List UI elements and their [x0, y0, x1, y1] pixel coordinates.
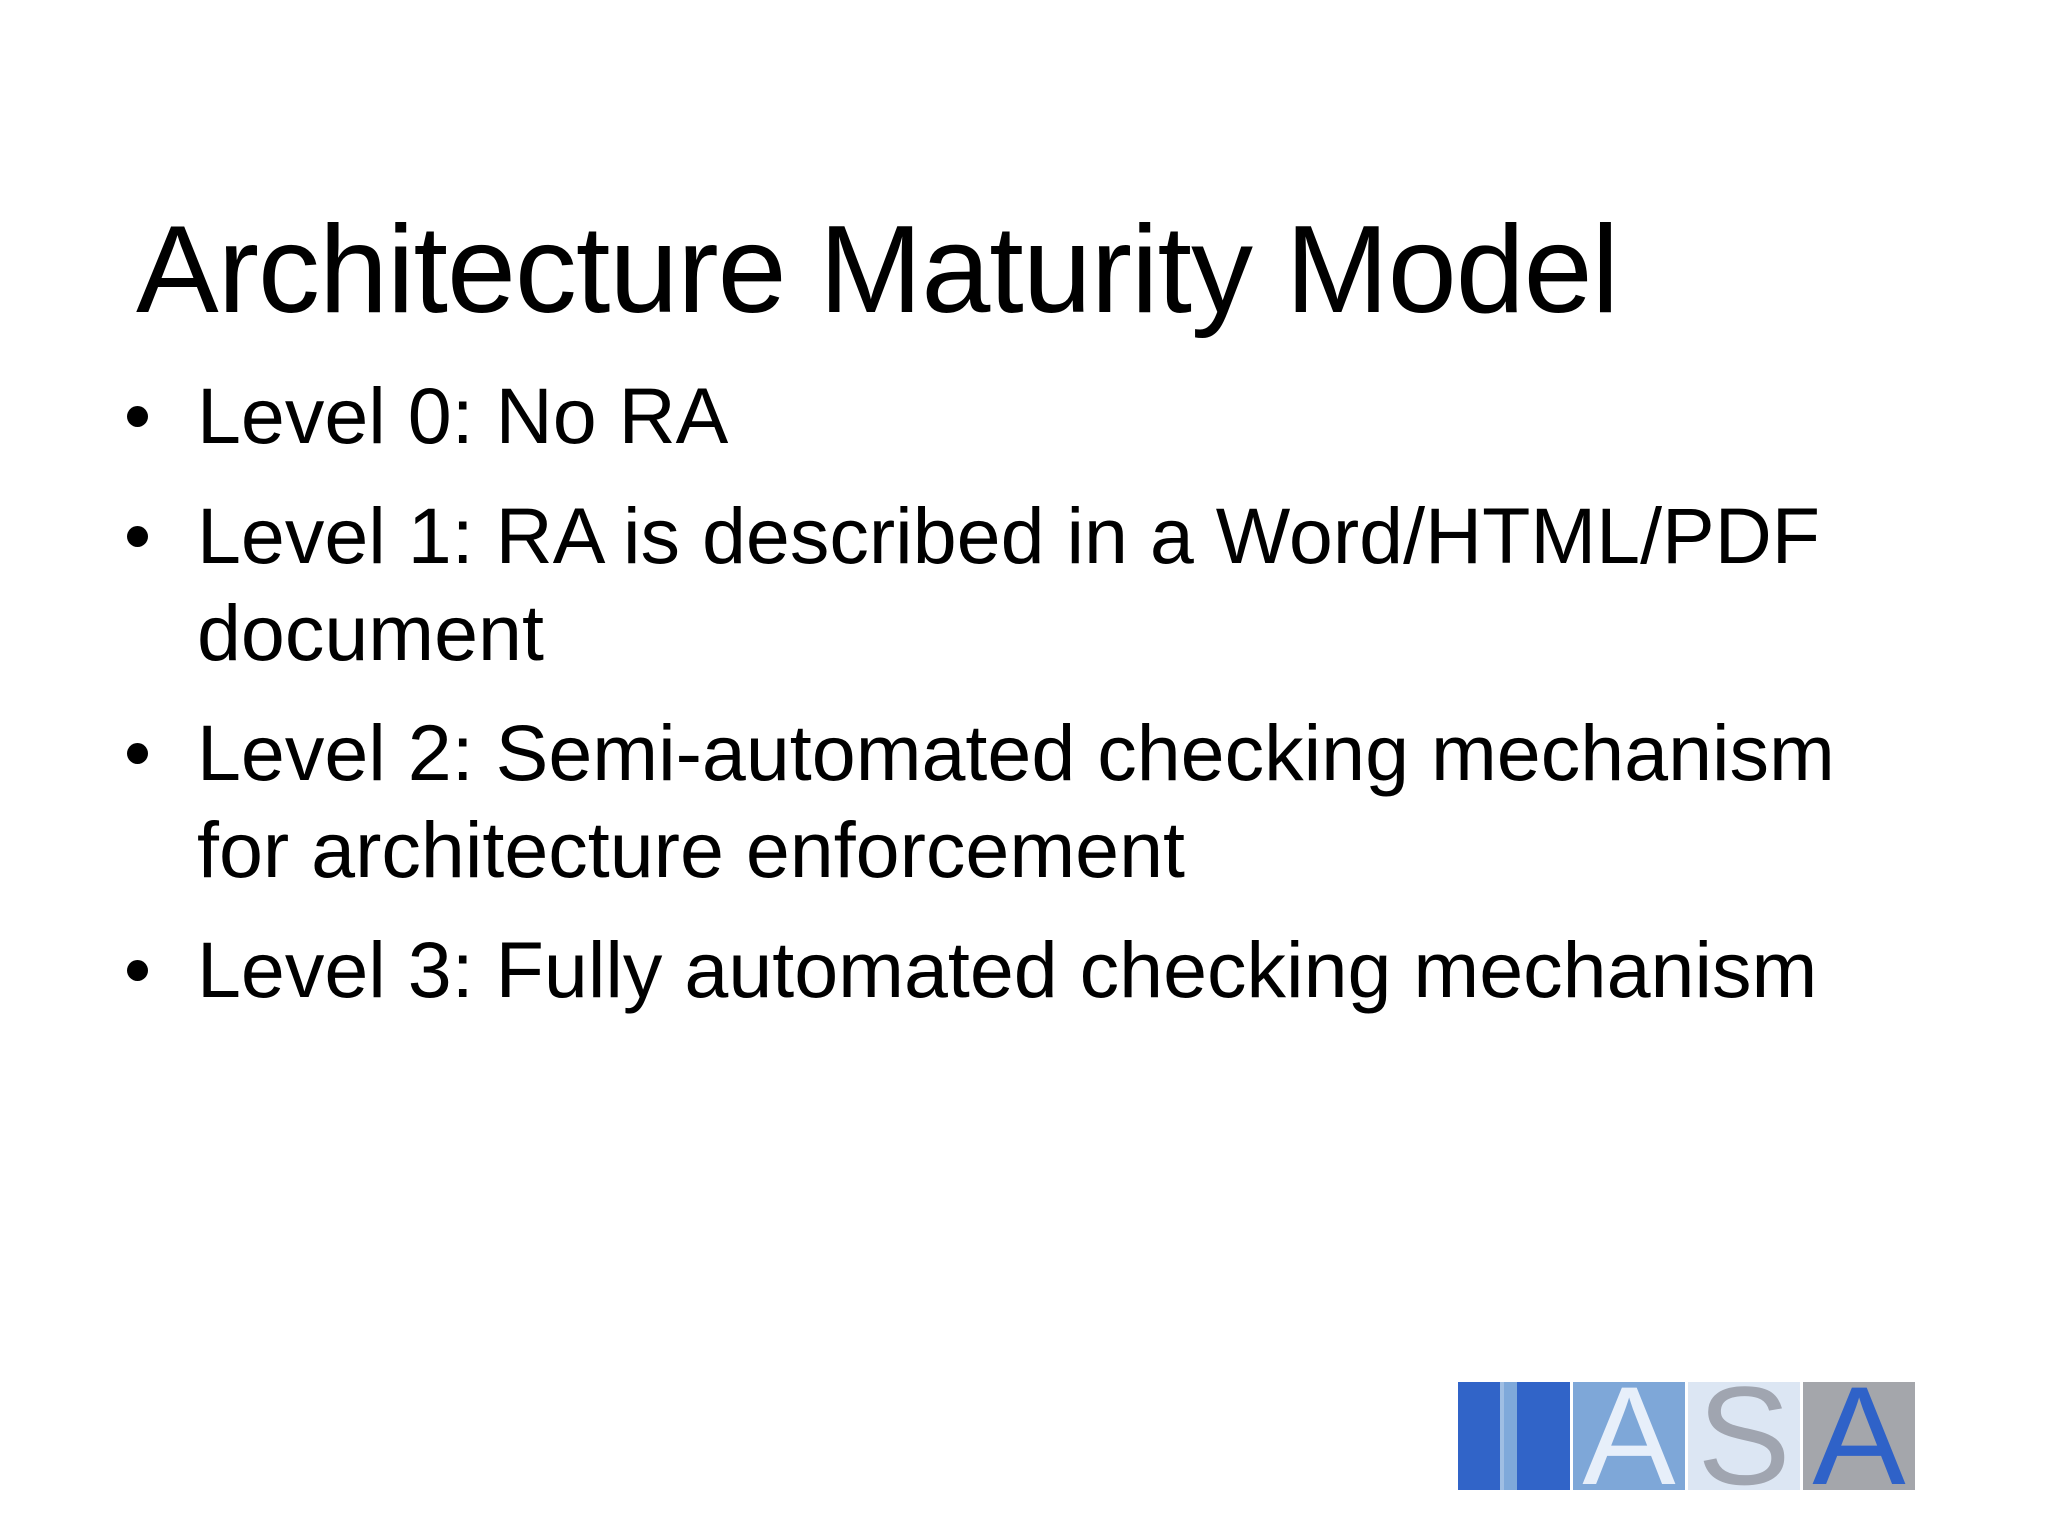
- logo-letter-i-bar: [1500, 1382, 1517, 1490]
- bullet-item-level-0: Level 0: No RA: [127, 367, 1897, 464]
- bullet-item-level-1: Level 1: RA is described in a Word/HTML/…: [127, 487, 1897, 681]
- logo-tile-s: S: [1688, 1382, 1800, 1490]
- logo-tile-a2: A: [1803, 1382, 1915, 1490]
- bullet-item-level-2: Level 2: Semi-automated checking mechani…: [127, 704, 1897, 898]
- bullet-list: Level 0: No RA Level 1: RA is described …: [127, 367, 1897, 1041]
- slide-title: Architecture Maturity Model: [136, 201, 1619, 340]
- logo-tile-i: [1458, 1382, 1570, 1490]
- logo-tile-a1: A: [1573, 1382, 1685, 1490]
- iasa-logo: A S A: [1458, 1382, 1915, 1490]
- bullet-item-level-3: Level 3: Fully automated checking mechan…: [127, 921, 1897, 1018]
